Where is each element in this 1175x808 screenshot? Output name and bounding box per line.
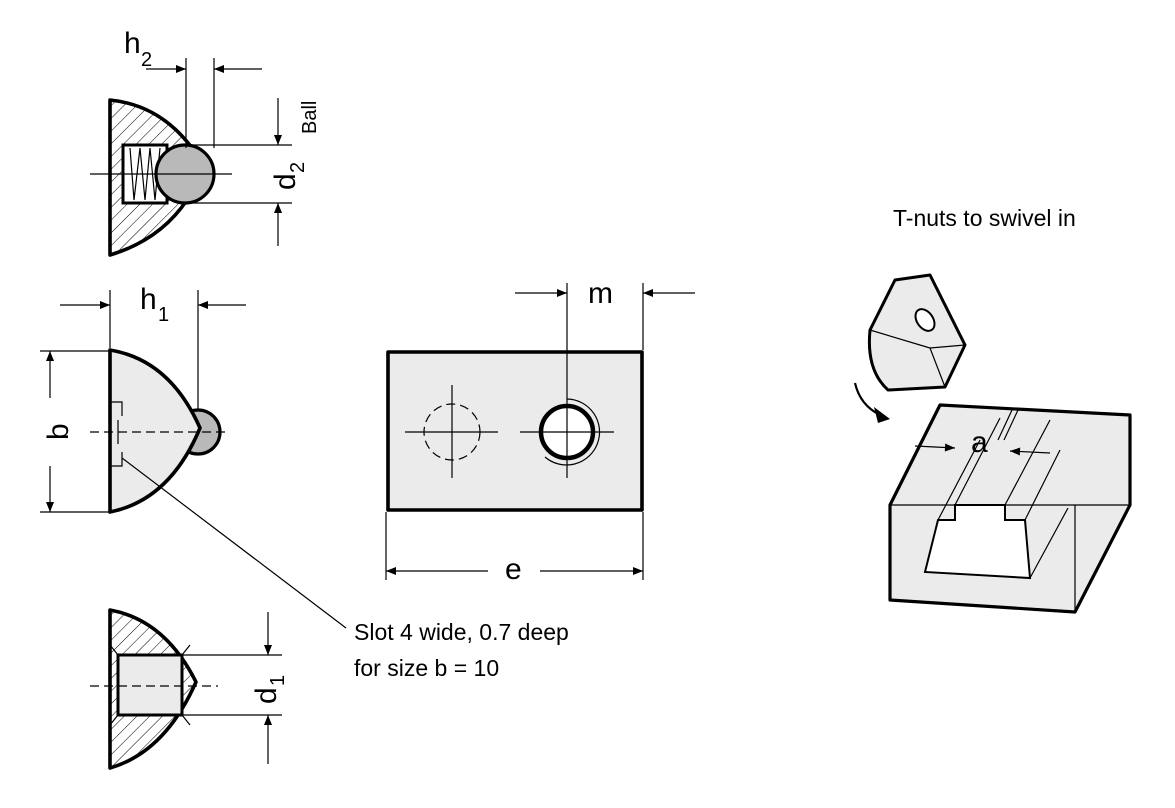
h2-label: h <box>124 27 141 60</box>
labels: h 2 Ball d 2 h 1 b d 1 m e a Slot 4 wide… <box>42 27 1076 704</box>
d1-subscript: 1 <box>267 675 289 686</box>
b-label: b <box>42 423 75 440</box>
e-label: e <box>505 553 522 586</box>
d2-label: d <box>269 173 302 190</box>
m-label: m <box>588 277 613 310</box>
swivel-illustration <box>853 273 1132 614</box>
spring <box>129 147 161 201</box>
d1-label: d <box>250 687 283 704</box>
side-view <box>40 290 347 629</box>
slot-note-line2: for size b = 10 <box>354 655 499 681</box>
h1-subscript: 1 <box>158 304 169 326</box>
h2-subscript: 2 <box>141 49 152 71</box>
thread-bore <box>116 653 184 717</box>
thread-section-view <box>90 608 282 770</box>
h1-label: h <box>140 283 157 316</box>
swivel-caption: T-nuts to swivel in <box>893 205 1076 231</box>
front-view <box>385 283 695 580</box>
ball-section-view <box>90 58 292 257</box>
slot-note-line1: Slot 4 wide, 0.7 deep <box>354 619 569 645</box>
d2-subscript: 2 <box>287 162 309 173</box>
a-label: a <box>971 426 988 459</box>
ball-label: Ball <box>299 101 321 134</box>
